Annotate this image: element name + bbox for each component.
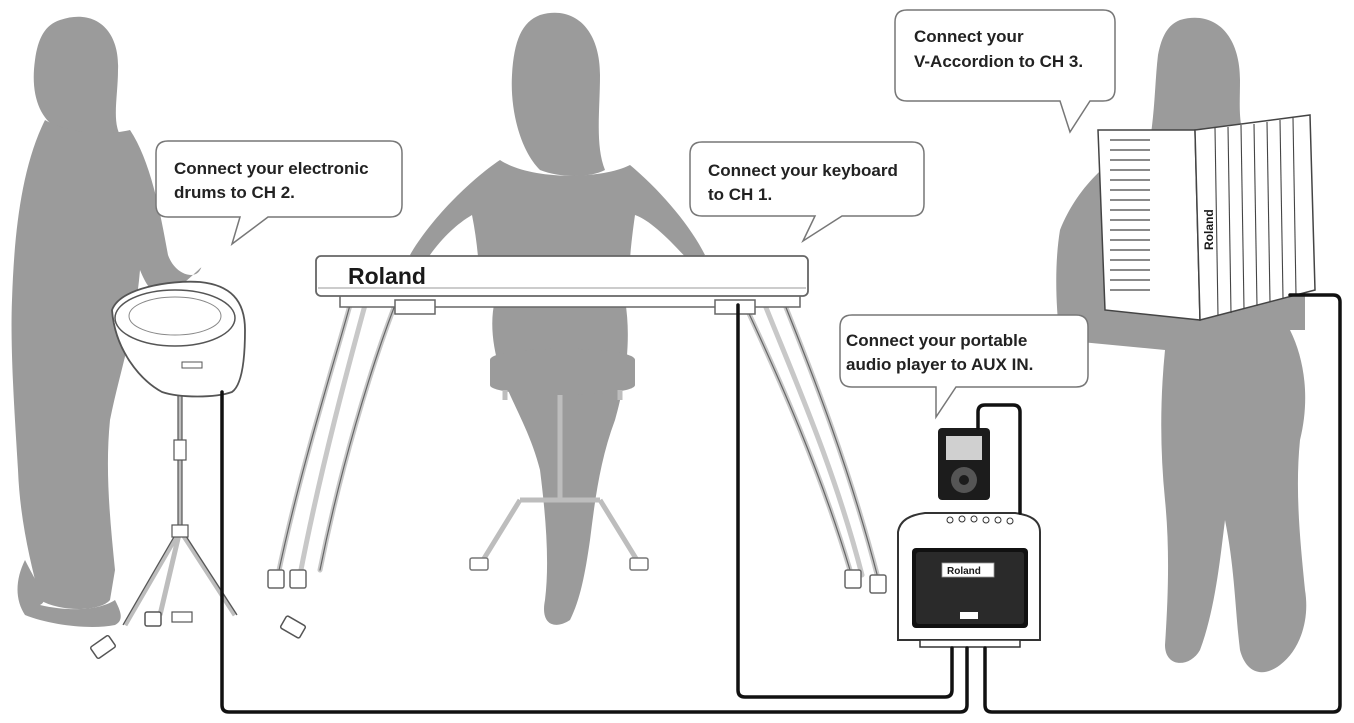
callout-keyboard: Connect your keyboard to CH 1.	[689, 141, 925, 244]
audio-player-cable	[976, 403, 1022, 515]
accordion-brand-logo: Roland	[1202, 209, 1216, 250]
amp-brand-logo: Roland	[947, 566, 981, 577]
callout-drums-line1: Connect your electronic	[174, 159, 369, 178]
drums-cable	[220, 390, 969, 714]
callout-keyboard-line1: Connect your keyboard	[708, 161, 898, 180]
keyboard-cable	[736, 303, 954, 699]
callout-drums-line2: drums to CH 2.	[174, 183, 295, 202]
drum-pad	[90, 280, 307, 660]
cables	[220, 293, 1342, 714]
keyboardist-silhouette	[410, 12, 705, 625]
callout-accordion-line1: Connect your	[914, 27, 1024, 46]
keyboard-brand-logo: Roland	[348, 263, 426, 289]
portable-audio-player	[938, 428, 990, 500]
amplifier: Roland	[897, 512, 1041, 648]
callout-audio-line1: Connect your portable	[846, 331, 1027, 350]
callout-drums: Connect your electronic drums to CH 2.	[155, 140, 403, 246]
callout-accordion: Connect your V-Accordion to CH 3.	[894, 9, 1116, 134]
callout-audio: Connect your portable audio player to AU…	[839, 314, 1089, 420]
v-accordion: Roland	[1097, 114, 1316, 321]
accordionist-silhouette	[1056, 17, 1307, 673]
callout-keyboard-line2: to CH 1.	[708, 185, 772, 204]
accordion-cable	[983, 293, 1342, 714]
callout-accordion-line2: V-Accordion to CH 3.	[914, 52, 1083, 71]
stool	[477, 390, 643, 567]
drummer-silhouette	[11, 16, 202, 627]
callout-audio-line2: audio player to AUX IN.	[846, 355, 1033, 374]
keyboard: Roland	[267, 255, 887, 594]
